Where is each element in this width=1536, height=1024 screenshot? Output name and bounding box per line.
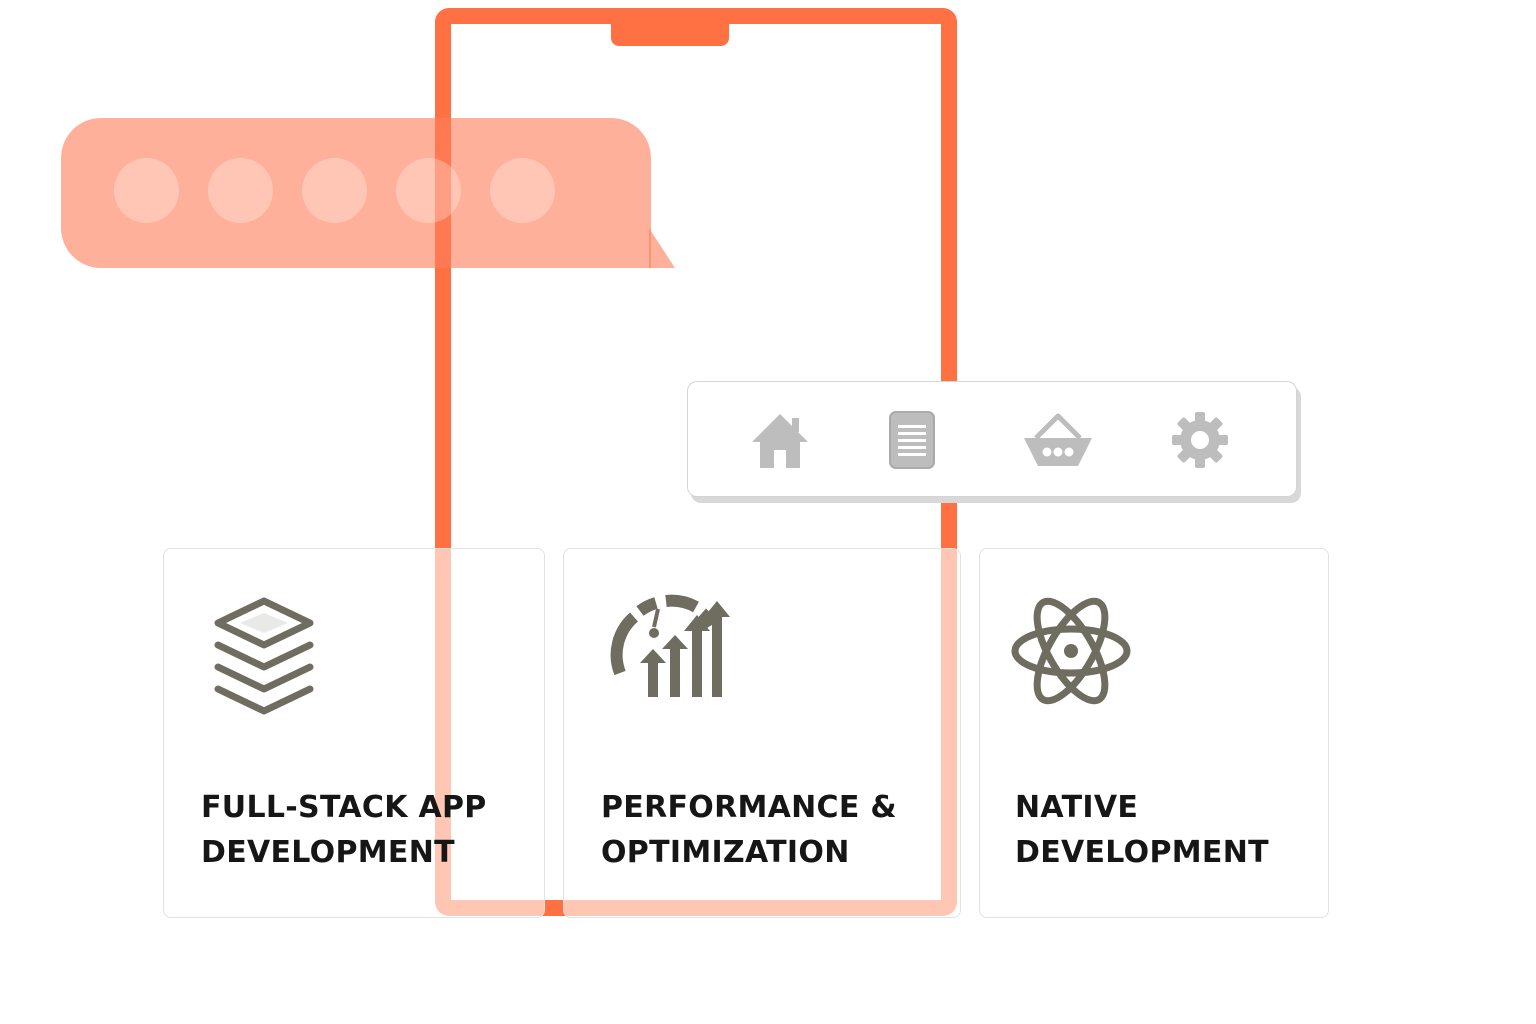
nav-item-home[interactable] (748, 408, 812, 472)
card-title: PERFORMANCE & OPTIMIZATION (601, 790, 897, 870)
home-icon (752, 414, 808, 468)
nav-item-document[interactable] (880, 408, 944, 472)
document-icon (889, 411, 935, 469)
typing-dot (114, 158, 179, 223)
nav-item-basket[interactable] (1022, 408, 1094, 472)
card-title: FULL-STACK APP DEVELOPMENT (201, 790, 487, 870)
chat-bubble (61, 118, 651, 268)
gear-icon (1172, 412, 1228, 468)
typing-dot (302, 158, 367, 223)
typing-indicator (114, 158, 555, 223)
bottom-nav-bar (687, 381, 1297, 497)
basket-icon (1024, 413, 1092, 466)
nav-item-settings[interactable] (1168, 408, 1232, 472)
speedometer-growth-icon (610, 594, 730, 697)
service-card-native[interactable]: NATIVE DEVELOPMENT (979, 548, 1329, 918)
typing-dot (396, 158, 461, 223)
typing-dot (208, 158, 273, 223)
typing-dot (490, 158, 555, 223)
service-card-full-stack[interactable]: FULL-STACK APP DEVELOPMENT (163, 548, 545, 918)
card-title: NATIVE DEVELOPMENT (1015, 790, 1269, 870)
phone-notch (611, 22, 729, 46)
atom-icon (1011, 597, 1131, 705)
service-card-performance[interactable]: PERFORMANCE & OPTIMIZATION (563, 548, 961, 918)
layers-icon (214, 597, 314, 715)
